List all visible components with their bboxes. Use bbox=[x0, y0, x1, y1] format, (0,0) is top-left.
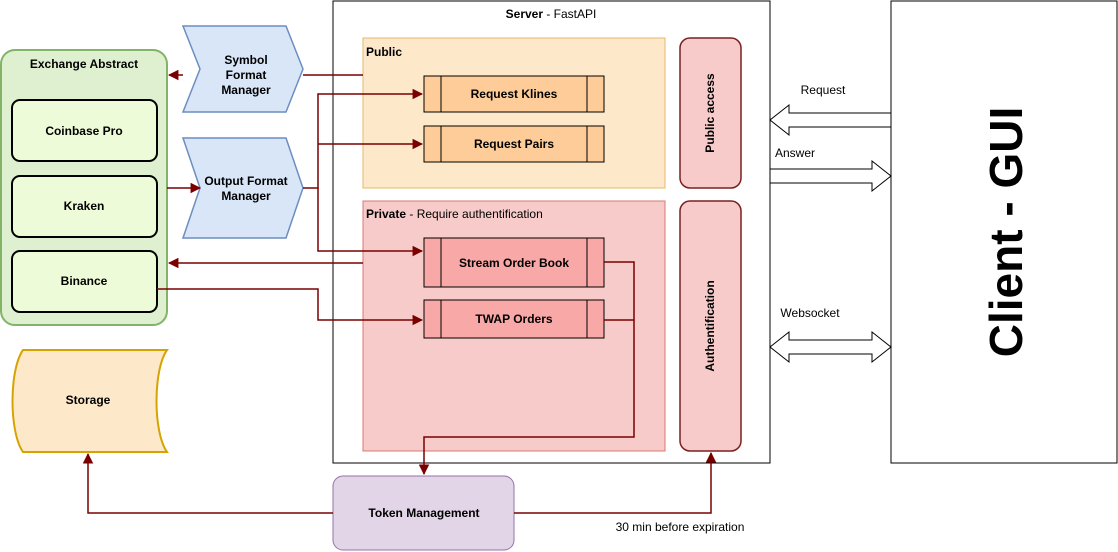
answer-arrow-label: Answer bbox=[775, 146, 815, 160]
client-gui-label: Client - GUI bbox=[980, 107, 1032, 357]
symbol-format-manager-line1: Symbol bbox=[224, 53, 267, 67]
output-format-manager: Output Format Manager bbox=[181, 137, 304, 239]
exchange-coinbase-label: Coinbase Pro bbox=[45, 124, 122, 138]
output-format-manager-line1: Output Format bbox=[204, 174, 287, 188]
server-title: Server - FastAPI bbox=[506, 7, 597, 21]
exchange-abstract-title: Exchange Abstract bbox=[30, 57, 138, 71]
exchange-binance-box bbox=[11, 250, 158, 313]
process-stream-order-book: Stream Order Book bbox=[423, 237, 605, 288]
symbol-format-manager-line3: Manager bbox=[221, 83, 271, 97]
public-zone-title: Public bbox=[366, 45, 402, 59]
stream-order-book-label: Stream Order Book bbox=[459, 256, 569, 270]
process-request-pairs: Request Pairs bbox=[423, 125, 605, 163]
expiration-label: 30 min before expiration bbox=[616, 520, 745, 534]
symbol-format-manager-line2: Format bbox=[226, 68, 267, 82]
exchange-kraken-label: Kraken bbox=[64, 199, 105, 213]
connectors bbox=[82, 69, 717, 514]
public-access-label: Public access bbox=[703, 73, 717, 153]
output-format-manager-line2: Manager bbox=[221, 189, 271, 203]
connector-output-orderbook bbox=[317, 188, 424, 257]
websocket-arrow-label: Websocket bbox=[780, 306, 840, 320]
twap-orders-label: TWAP Orders bbox=[475, 312, 552, 326]
authentication-label: Authentification bbox=[703, 280, 717, 371]
exchange-binance-label: Binance bbox=[61, 274, 108, 288]
exchange-coinbase-box bbox=[11, 99, 158, 162]
answer-arrow: Answer bbox=[769, 146, 892, 193]
exchange-kraken-box bbox=[11, 175, 158, 238]
authentication-box: Authentification bbox=[679, 200, 742, 452]
token-management: Token Management bbox=[332, 475, 515, 551]
connector-token-authentication bbox=[514, 451, 717, 514]
request-pairs-label: Request Pairs bbox=[474, 137, 554, 151]
request-klines-label: Request Klines bbox=[471, 87, 558, 101]
process-request-klines: Request Klines bbox=[423, 75, 605, 113]
public-zone: Public bbox=[362, 37, 666, 189]
private-zone-title: Private - Require authentification bbox=[366, 207, 543, 221]
token-management-label: Token Management bbox=[368, 506, 479, 520]
websocket-arrow: Websocket bbox=[769, 306, 892, 364]
storage-label: Storage bbox=[66, 393, 111, 407]
connector-orderbook-token bbox=[418, 261, 635, 476]
request-arrow: Request bbox=[769, 83, 892, 137]
client-gui: Client - GUI bbox=[890, 0, 1118, 464]
symbol-format-manager: Symbol Format Manager bbox=[181, 25, 304, 113]
connector-token-storage bbox=[82, 452, 333, 514]
request-arrow-label: Request bbox=[801, 83, 846, 97]
storage: Storage bbox=[11, 349, 169, 453]
exchange-abstract: Exchange Abstract Coinbase Pro Kraken Bi… bbox=[0, 49, 168, 326]
process-twap-orders: TWAP Orders bbox=[423, 299, 605, 339]
public-access-box: Public access bbox=[679, 37, 742, 189]
connector-output-klines bbox=[303, 88, 424, 189]
connector-binance-twap bbox=[157, 288, 424, 326]
